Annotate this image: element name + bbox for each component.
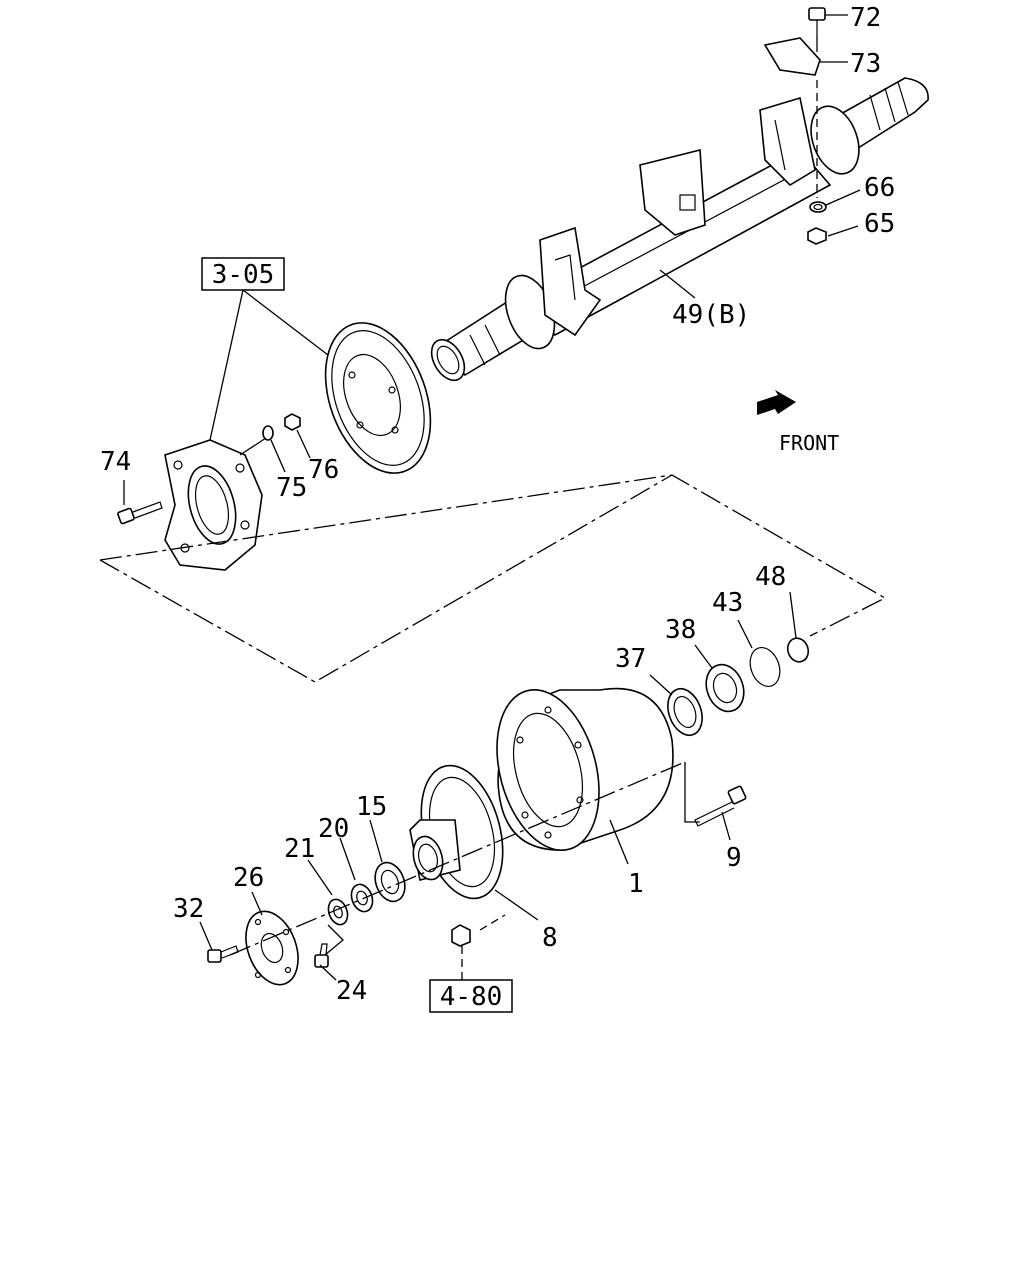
callout-73: 73 xyxy=(850,49,881,79)
callout-49b: 49(B) xyxy=(672,300,750,330)
callout-1: 1 xyxy=(628,869,644,899)
callout-21: 21 xyxy=(284,834,315,864)
callout-24: 24 xyxy=(336,976,367,1006)
hub-cap xyxy=(245,910,299,986)
axle-beam xyxy=(430,77,929,382)
callout-26: 26 xyxy=(233,863,264,893)
callout-8: 8 xyxy=(542,923,558,953)
brake-drum xyxy=(496,687,674,851)
reference-label: 3-05 xyxy=(212,260,275,290)
bearing-cup xyxy=(786,637,810,663)
callout-76: 76 xyxy=(308,455,339,485)
callout-48: 48 xyxy=(755,562,786,592)
reference-box-3-05[interactable]: 3-05 xyxy=(201,257,285,291)
reference-label: 4-80 xyxy=(440,982,503,1012)
u-bolt-hardware xyxy=(763,7,827,245)
lock-washer xyxy=(327,898,349,926)
dust-shield xyxy=(324,322,432,474)
callout-66: 66 xyxy=(864,173,895,203)
callout-37: 37 xyxy=(615,644,646,674)
hub-nut xyxy=(350,883,374,913)
inner-bearing xyxy=(705,663,745,713)
callout-65: 65 xyxy=(864,209,895,239)
front-label: FRONT xyxy=(779,431,839,455)
flange-bolt xyxy=(117,501,163,525)
reference-box-4-80[interactable]: 4-80 xyxy=(429,979,513,1013)
brake-spider xyxy=(164,439,263,571)
wheel-stud xyxy=(694,785,747,827)
callout-72: 72 xyxy=(850,3,881,33)
callout-15: 15 xyxy=(356,792,387,822)
callout-38: 38 xyxy=(665,615,696,645)
front-arrow-icon xyxy=(757,390,796,415)
inner-seal xyxy=(667,687,703,737)
callout-75: 75 xyxy=(276,473,307,503)
callout-74: 74 xyxy=(100,447,131,477)
callout-43: 43 xyxy=(712,588,743,618)
callout-9: 9 xyxy=(726,843,742,873)
lock-bolt xyxy=(314,943,329,968)
outer-bearing xyxy=(374,861,406,903)
callout-20: 20 xyxy=(318,814,349,844)
snap-ring xyxy=(749,647,781,687)
callout-32: 32 xyxy=(173,894,204,924)
wheel-nut xyxy=(451,924,471,947)
